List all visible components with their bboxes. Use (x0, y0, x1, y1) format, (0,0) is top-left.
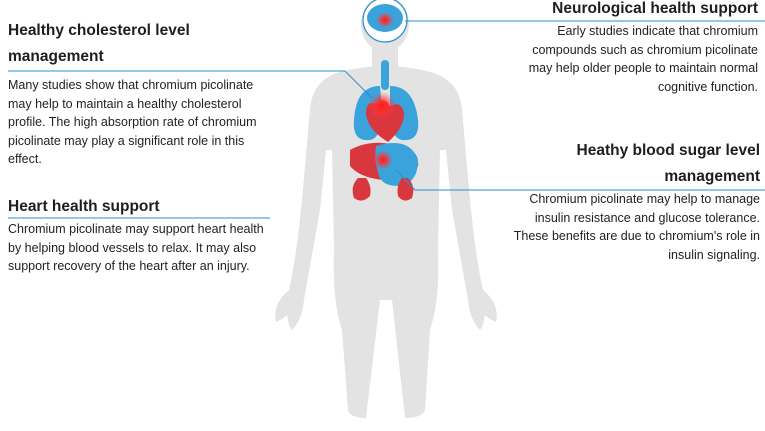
leader-line-cholesterol (8, 70, 373, 99)
blood-sugar-title-line1: Heathy blood sugar level (576, 142, 760, 159)
cholesterol-title-line1: Healthy cholesterol level (8, 22, 190, 39)
heart-title: Heart health support (8, 198, 160, 215)
neuro-title: Neurological health support (552, 0, 758, 17)
blood-sugar-section: Heathy blood sugar level management Chro… (498, 138, 760, 264)
heart-body: Chromium picolinate may support heart he… (8, 222, 264, 273)
cholesterol-body: Many studies show that chromium picolina… (8, 78, 257, 166)
brain-organ (362, 0, 408, 43)
neuro-section: Neurological health support Early studie… (500, 0, 758, 96)
cholesterol-title-line2: management (8, 48, 104, 65)
blood-sugar-title-line2: management (664, 168, 760, 185)
leader-line-blood-sugar (395, 169, 765, 191)
blood-sugar-body: Chromium picolinate may help to manage i… (513, 192, 760, 262)
leader-lines (8, 20, 765, 219)
lungs-heart-organs (353, 60, 419, 142)
heart-section: Heart health support Chromium picolinate… (8, 194, 278, 276)
abdominal-organs (350, 142, 419, 201)
cholesterol-section: Healthy cholesterol level management Man… (8, 18, 283, 169)
neuro-body: Early studies indicate that chromium com… (528, 24, 758, 94)
